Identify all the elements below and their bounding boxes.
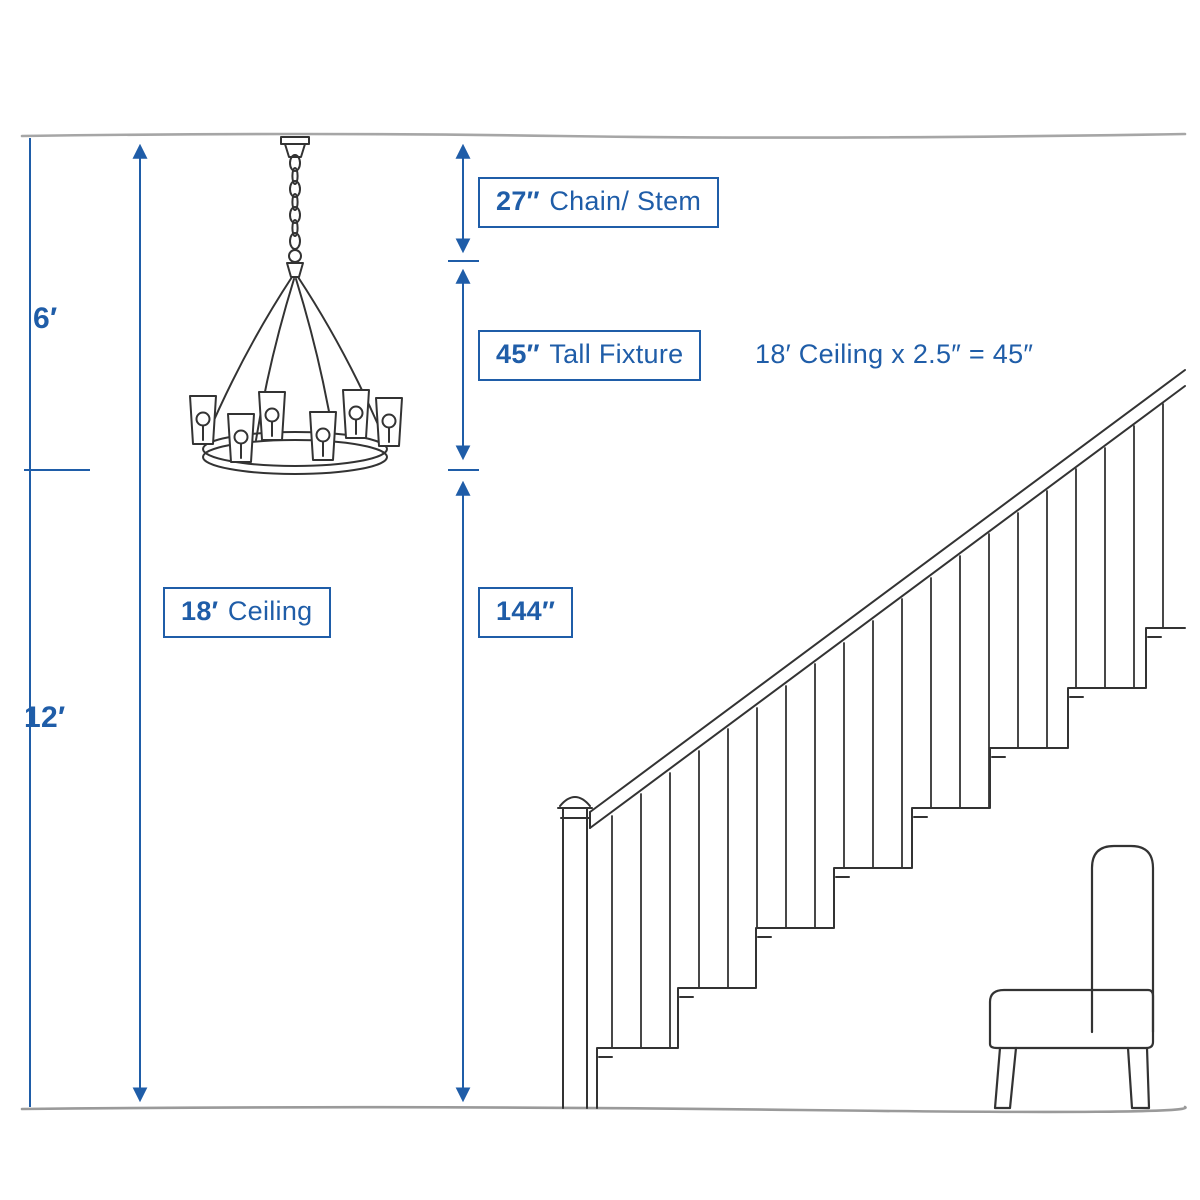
chair-sketch xyxy=(988,844,1155,1110)
formula-label: 18′ Ceiling x 2.5″ = 45″ xyxy=(755,339,1034,369)
ceiling-text: Ceiling xyxy=(227,596,313,626)
fixture-dimension-line xyxy=(448,268,479,471)
fixture-text: Tall Fixture xyxy=(549,339,684,369)
ceiling-line xyxy=(20,132,1187,139)
chandelier-ring xyxy=(202,431,388,475)
chain-value: 27″ xyxy=(496,186,540,216)
chandelier-sketch xyxy=(189,136,403,475)
chandelier-chain xyxy=(289,154,301,250)
chain-stem-label: 27″ Chain/ Stem xyxy=(478,177,720,228)
chandelier-arms xyxy=(206,276,384,441)
clearance-value: 144″ xyxy=(496,596,556,626)
left-dimension-line xyxy=(24,138,90,1107)
ceiling-value: 18′ xyxy=(181,596,219,626)
handrail xyxy=(589,369,1186,829)
chandelier-hub xyxy=(286,249,304,278)
chain-dimension-line xyxy=(448,143,479,262)
stair-steps xyxy=(596,627,1186,1109)
chandelier-lights xyxy=(189,389,403,463)
newel-post xyxy=(557,796,593,1109)
chain-text: Chain/ Stem xyxy=(549,186,702,216)
height-12ft-label: 12′ xyxy=(24,701,66,734)
ceiling-height-label: 18′ Ceiling xyxy=(163,587,331,638)
tall-fixture-label: 45″ Tall Fixture xyxy=(478,330,702,381)
fixture-value: 45″ xyxy=(496,339,540,369)
floor-line xyxy=(20,1105,1187,1114)
height-6ft-label: 6′ xyxy=(33,302,58,335)
balusters xyxy=(611,403,1164,1049)
staircase-sketch xyxy=(557,369,1186,1109)
clearance-label: 144″ xyxy=(478,587,574,638)
chandelier-canopy xyxy=(280,136,310,158)
